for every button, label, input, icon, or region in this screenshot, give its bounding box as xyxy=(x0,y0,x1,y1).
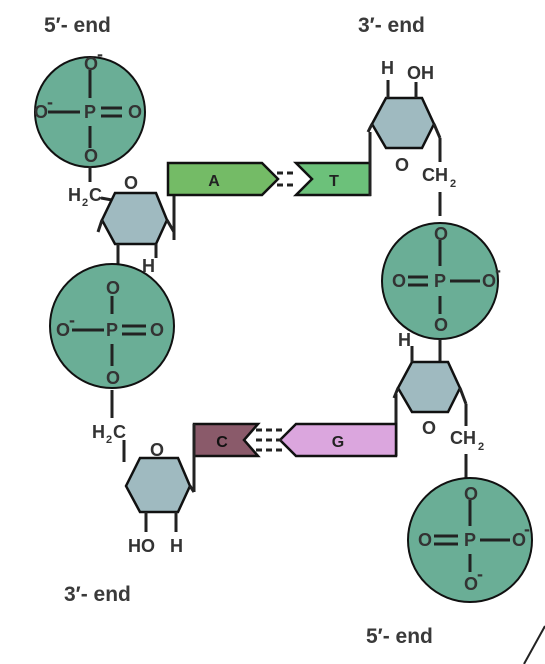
svg-text:2: 2 xyxy=(106,434,112,446)
svg-text:P: P xyxy=(464,530,476,550)
svg-text:O: O xyxy=(84,146,98,166)
svg-text:O: O xyxy=(392,271,406,291)
svg-text:G: G xyxy=(332,434,344,451)
end-label-bottom-left: 3′- end xyxy=(64,583,131,606)
svg-text:O: O xyxy=(422,418,436,438)
hydrogen-bonds-c-g xyxy=(256,428,282,452)
svg-text:OH: OH xyxy=(407,63,434,83)
svg-text:O: O xyxy=(512,530,526,550)
svg-text:C: C xyxy=(113,422,126,442)
h2c-group-bottom-left: H 2 C xyxy=(92,422,126,446)
svg-text:H: H xyxy=(142,256,155,276)
ch2-group-mid-right: CH 2 xyxy=(450,428,484,453)
svg-text:A: A xyxy=(208,173,220,190)
svg-text:2: 2 xyxy=(82,197,88,209)
end-label-top-right: 3′- end xyxy=(358,14,425,37)
hydrogen-bonds-a-t xyxy=(277,171,296,187)
svg-text:O: O xyxy=(150,320,164,340)
phosphate-group-left: O O - P O O xyxy=(49,263,175,389)
svg-text:O: O xyxy=(150,440,164,460)
svg-text:O: O xyxy=(106,278,120,298)
svg-text:HO: HO xyxy=(128,536,155,556)
sugar-ring-bottom-left: O HO H xyxy=(124,424,196,556)
svg-text:O: O xyxy=(124,173,138,193)
svg-text:O: O xyxy=(434,224,448,244)
svg-text:O: O xyxy=(56,320,70,340)
svg-text:H: H xyxy=(170,536,183,556)
svg-text:O: O xyxy=(434,315,448,335)
svg-text:H: H xyxy=(92,422,105,442)
svg-text:-: - xyxy=(69,310,75,330)
base-adenine: A xyxy=(166,161,280,197)
svg-text:-: - xyxy=(495,260,501,280)
svg-text:2: 2 xyxy=(478,441,484,453)
svg-text:H: H xyxy=(68,185,81,205)
sugar-ring-mid-right: H O xyxy=(392,330,468,456)
svg-text:-: - xyxy=(524,519,530,539)
svg-text:-: - xyxy=(97,44,103,64)
svg-text:O: O xyxy=(34,102,48,122)
phosphate-group-right: O O P O - O xyxy=(381,222,501,340)
sugar-ring-top-right: H OH O xyxy=(366,58,442,196)
svg-text:T: T xyxy=(329,173,339,190)
svg-text:P: P xyxy=(434,271,446,291)
svg-text:C: C xyxy=(216,434,228,451)
end-label-top-left: 5′- end xyxy=(44,14,111,37)
decorative-slash xyxy=(523,625,545,664)
base-thymine: T xyxy=(292,161,372,197)
svg-text:-: - xyxy=(47,92,53,112)
svg-text:O: O xyxy=(418,530,432,550)
sugar-ring-top-left: O H xyxy=(96,173,176,276)
svg-text:O: O xyxy=(128,102,142,122)
end-label-bottom-right: 5′- end xyxy=(366,625,433,648)
base-guanine: G xyxy=(278,422,398,458)
svg-text:O: O xyxy=(106,368,120,388)
svg-text:CH: CH xyxy=(422,165,448,185)
svg-text:O: O xyxy=(464,484,478,504)
svg-text:C: C xyxy=(89,185,102,205)
svg-text:2: 2 xyxy=(450,178,456,190)
svg-text:O: O xyxy=(482,271,496,291)
svg-text:H: H xyxy=(398,330,411,350)
svg-text:P: P xyxy=(84,102,96,122)
h2c-group-top-left: H 2 C xyxy=(68,185,102,209)
svg-text:O: O xyxy=(464,574,478,594)
svg-text:O: O xyxy=(395,155,409,175)
ch2-group-top-right: CH 2 xyxy=(422,165,456,190)
base-cytosine: C xyxy=(192,422,261,458)
svg-text:P: P xyxy=(106,320,118,340)
svg-text:-: - xyxy=(477,564,483,584)
phosphate-group-bottom-right: O O P O - O - xyxy=(407,477,533,603)
svg-text:CH: CH xyxy=(450,428,476,448)
svg-text:O: O xyxy=(84,54,98,74)
phosphate-group-top-left: O - O - P O O xyxy=(34,44,146,168)
svg-text:H: H xyxy=(381,58,394,78)
